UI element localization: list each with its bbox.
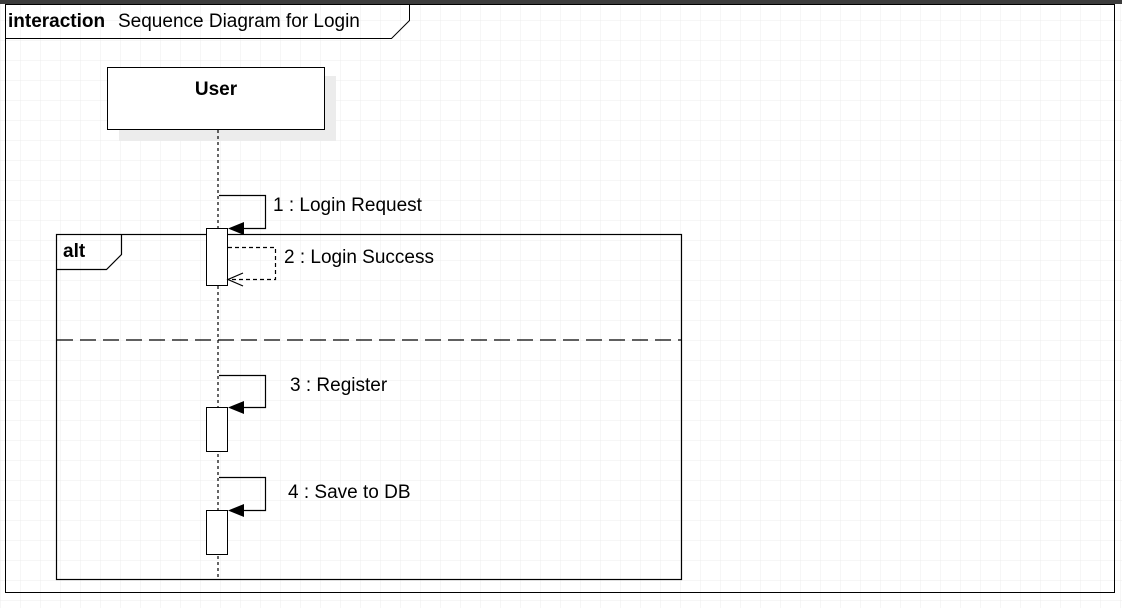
lifeline-name: User xyxy=(195,79,238,100)
alt-fragment[interactable] xyxy=(55,233,683,581)
message-1-label: 1 : Login Request xyxy=(273,195,423,216)
message-3[interactable]: 3 : Register xyxy=(219,374,388,414)
interaction-title: Sequence Diagram for Login xyxy=(118,11,360,32)
interaction-frame-tab xyxy=(5,4,410,39)
message-2[interactable]: 2 : Login Success xyxy=(226,246,434,287)
message-3-line xyxy=(219,374,267,409)
message-3-arrowhead xyxy=(228,401,244,414)
message-1-arrowhead xyxy=(228,222,244,235)
activation-bar-2[interactable] xyxy=(206,407,228,452)
message-2-line xyxy=(228,246,277,281)
interaction-frame[interactable] xyxy=(5,4,1115,593)
message-4[interactable]: 4 : Save to DB xyxy=(219,476,411,518)
lifeline-head-user[interactable] xyxy=(107,67,325,130)
activation-bar-3[interactable] xyxy=(206,510,228,555)
message-1[interactable]: 1 : Login Request xyxy=(219,194,423,235)
message-3-label: 3 : Register xyxy=(290,375,388,396)
interaction-keyword: interaction xyxy=(8,11,105,32)
alt-fragment-tab xyxy=(56,234,123,271)
message-2-arrowhead xyxy=(226,272,244,287)
activation-bar-1[interactable] xyxy=(206,228,228,286)
message-1-line xyxy=(219,194,267,230)
alt-operator: alt xyxy=(63,241,86,262)
top-bar xyxy=(0,0,1122,4)
message-4-line xyxy=(219,476,267,512)
message-2-label: 2 : Login Success xyxy=(284,247,434,268)
message-4-arrowhead xyxy=(228,504,244,517)
message-4-label: 4 : Save to DB xyxy=(288,482,411,503)
